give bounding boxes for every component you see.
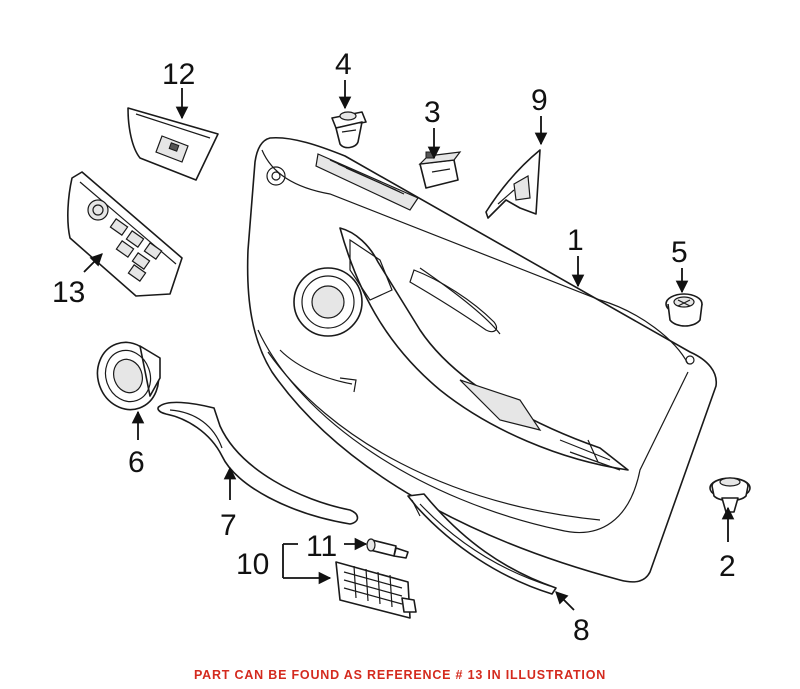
leader-8 — [555, 591, 575, 611]
lower-trim-strip — [407, 493, 557, 595]
callout-1: 1 — [567, 224, 584, 257]
callout-8: 8 — [573, 614, 590, 647]
courtesy-lamp-housing — [335, 561, 417, 619]
courtesy-lamp-bulb — [366, 538, 409, 559]
single-window-switch — [127, 107, 219, 181]
callout-3: 3 — [424, 96, 441, 129]
callout-10: 10 — [236, 548, 269, 581]
master-window-switch — [67, 171, 183, 297]
callout-11: 11 — [306, 530, 337, 563]
callout-5: 5 — [671, 236, 688, 269]
callout-7: 7 — [220, 509, 237, 542]
grommet — [665, 293, 703, 327]
corner-trim — [485, 149, 541, 219]
speaker-cover — [96, 341, 161, 411]
leader-13 — [83, 253, 103, 273]
reference-note: PART CAN BE FOUND AS REFERENCE # 13 IN I… — [193, 668, 607, 682]
callout-6: 6 — [128, 446, 145, 479]
callout-12: 12 — [162, 58, 195, 91]
door-trim-panel — [246, 136, 717, 583]
callout-2: 2 — [719, 550, 736, 583]
trim-strip — [157, 401, 359, 525]
leader-10-bracket — [282, 543, 320, 579]
callout-13: 13 — [52, 276, 85, 309]
push-clip — [709, 477, 751, 513]
callout-9: 9 — [531, 84, 548, 117]
small-switch — [418, 151, 462, 189]
callout-4: 4 — [335, 48, 352, 81]
retainer-clip — [331, 111, 367, 149]
